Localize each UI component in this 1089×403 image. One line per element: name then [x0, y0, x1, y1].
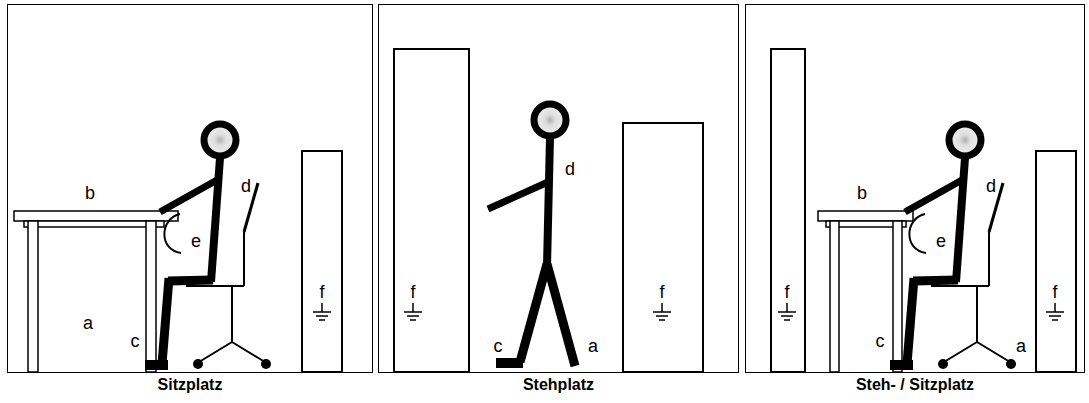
part-letter: d	[565, 159, 575, 180]
desk-leg	[893, 221, 902, 372]
leg	[547, 264, 575, 366]
desk-top	[14, 211, 178, 221]
desk-apron	[24, 221, 164, 227]
chair-post	[231, 286, 233, 342]
part-letter: a	[83, 313, 93, 334]
part-letter: c	[131, 331, 140, 352]
seated-person	[145, 124, 271, 370]
arm	[160, 180, 217, 212]
chair-wheel	[261, 359, 271, 369]
desk-leg	[830, 221, 839, 372]
chair-wheel	[193, 359, 203, 369]
desk	[818, 211, 913, 372]
part-letter: e	[191, 231, 201, 252]
arm	[488, 182, 548, 209]
cabinet: f	[770, 48, 806, 373]
part-letter: b	[85, 183, 95, 204]
part-letter: c	[494, 336, 503, 357]
seated-person	[890, 124, 1016, 370]
chair-back	[243, 232, 245, 286]
ground-symbol	[404, 303, 422, 320]
leg	[520, 264, 547, 362]
cabinet: f	[301, 150, 343, 373]
chair-seat	[186, 285, 244, 287]
head	[204, 124, 236, 156]
panel-caption: Steh- / Sitzplatz	[726, 376, 1089, 394]
desk-leg	[28, 221, 38, 372]
part-letter: a	[1016, 336, 1026, 357]
thigh	[168, 280, 213, 281]
desk-leg	[146, 221, 156, 372]
torso	[547, 138, 550, 266]
ground-symbol	[313, 303, 331, 320]
torso	[211, 158, 220, 282]
panel-caption: Sitzplatz	[0, 376, 392, 394]
ground-symbol	[653, 303, 671, 320]
workplace-panel: Stehplatzff	[378, 4, 739, 373]
cabinet: f	[622, 122, 704, 373]
head	[534, 104, 566, 136]
part-letter: a	[588, 336, 598, 357]
cabinet-label: f	[784, 282, 789, 303]
elbow-angle-arc	[164, 214, 181, 253]
chair-base	[232, 342, 265, 362]
cabinet-label: f	[1052, 282, 1057, 303]
cabinet-label: f	[319, 282, 324, 303]
part-letter: e	[936, 231, 946, 252]
part-letter: d	[986, 176, 996, 197]
chair-base	[199, 342, 232, 362]
cabinet-label: f	[659, 282, 664, 303]
foot	[145, 360, 168, 370]
foot	[496, 358, 523, 368]
panel-caption: Stehplatz	[359, 376, 758, 394]
workplace-panel: Steh- / Sitzplatzff	[745, 4, 1085, 373]
desk	[14, 211, 178, 372]
cabinet: f	[1035, 150, 1077, 373]
ground-symbol	[1046, 303, 1064, 320]
part-letter: c	[876, 331, 885, 352]
part-letter: b	[857, 183, 867, 204]
ground-symbols	[313, 303, 1064, 320]
part-letter: d	[241, 176, 251, 197]
cabinet-label: f	[410, 282, 415, 303]
ground-symbol	[778, 303, 796, 320]
shin	[162, 278, 169, 364]
desk-top	[818, 211, 913, 221]
workplace-panel: Sitzplatzf	[7, 4, 373, 373]
cabinet: f	[393, 48, 470, 373]
standing-person	[488, 104, 575, 368]
